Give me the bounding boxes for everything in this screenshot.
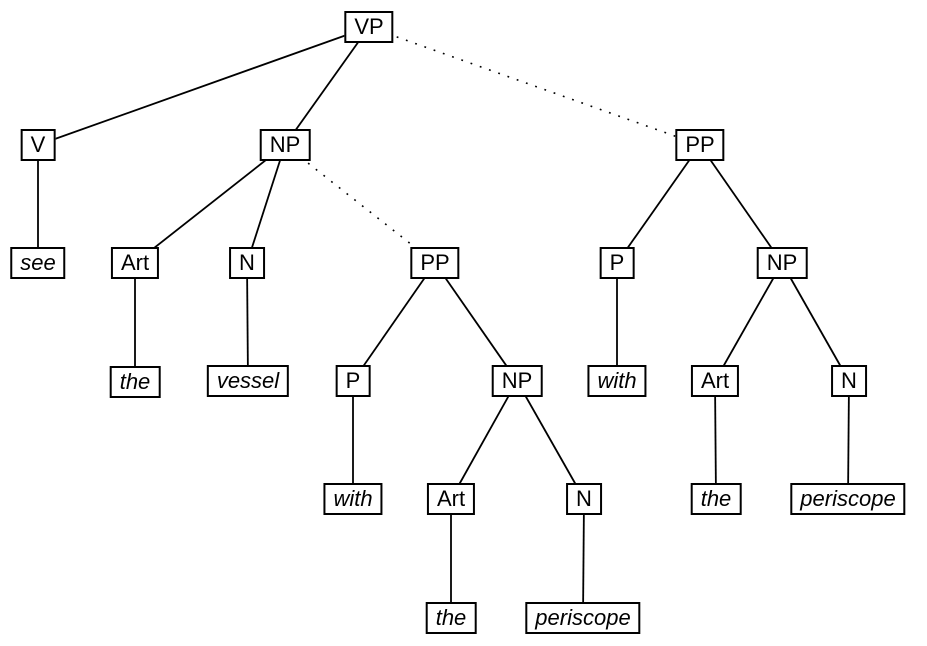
tree-edge-n1-vessel [246,262,249,382]
tree-node-np3: NP [756,247,808,279]
tree-edge-np1-n1 [246,144,286,264]
tree-node-periscope1: periscope [525,602,641,634]
tree-node-with1: with [323,483,383,515]
tree-node-n2: N [566,483,602,515]
tree-node-v: V [20,129,56,161]
tree-edge-n2-periscope1 [582,498,585,619]
tree-edge-pp2-p2 [616,144,701,264]
tree-edge-np1-art1 [134,144,286,264]
tree-node-the3: the [690,483,742,515]
tree-edge-np2-art2 [450,380,518,500]
tree-node-pp2: PP [675,129,725,161]
tree-node-vp: VP [344,11,394,43]
tree-edge-pp1-np2 [434,262,518,382]
tree-node-art3: Art [690,365,740,397]
tree-edge-vp-v [37,26,370,146]
tree-node-vessel: vessel [206,365,290,397]
tree-edge-np3-art3 [714,262,783,382]
tree-edge-np3-n3 [781,262,850,382]
tree-node-p1: P [335,365,371,397]
tree-edge-n3-periscope2 [847,380,850,500]
tree-edge-np1-pp1 [284,144,436,264]
tree-node-the1: the [109,366,161,398]
tree-node-art2: Art [426,483,476,515]
tree-edge-vp-pp2 [368,26,701,146]
tree-node-periscope2: periscope [790,483,906,515]
tree-node-with2: with [587,365,647,397]
tree-edge-np2-n2 [516,380,585,500]
tree-node-see: see [10,247,66,279]
tree-node-p2: P [599,247,635,279]
tree-edge-pp1-p1 [352,262,436,382]
tree-node-art1: Art [110,247,160,279]
tree-node-pp1: PP [410,247,460,279]
tree-node-the2: the [425,602,477,634]
tree-edge-vp-np1 [284,26,370,146]
tree-edge-art3-the3 [714,380,717,500]
tree-node-np2: NP [491,365,543,397]
tree-node-n3: N [831,365,867,397]
tree-node-np1: NP [259,129,311,161]
tree-edge-pp2-np3 [699,144,783,264]
tree-node-n1: N [229,247,265,279]
